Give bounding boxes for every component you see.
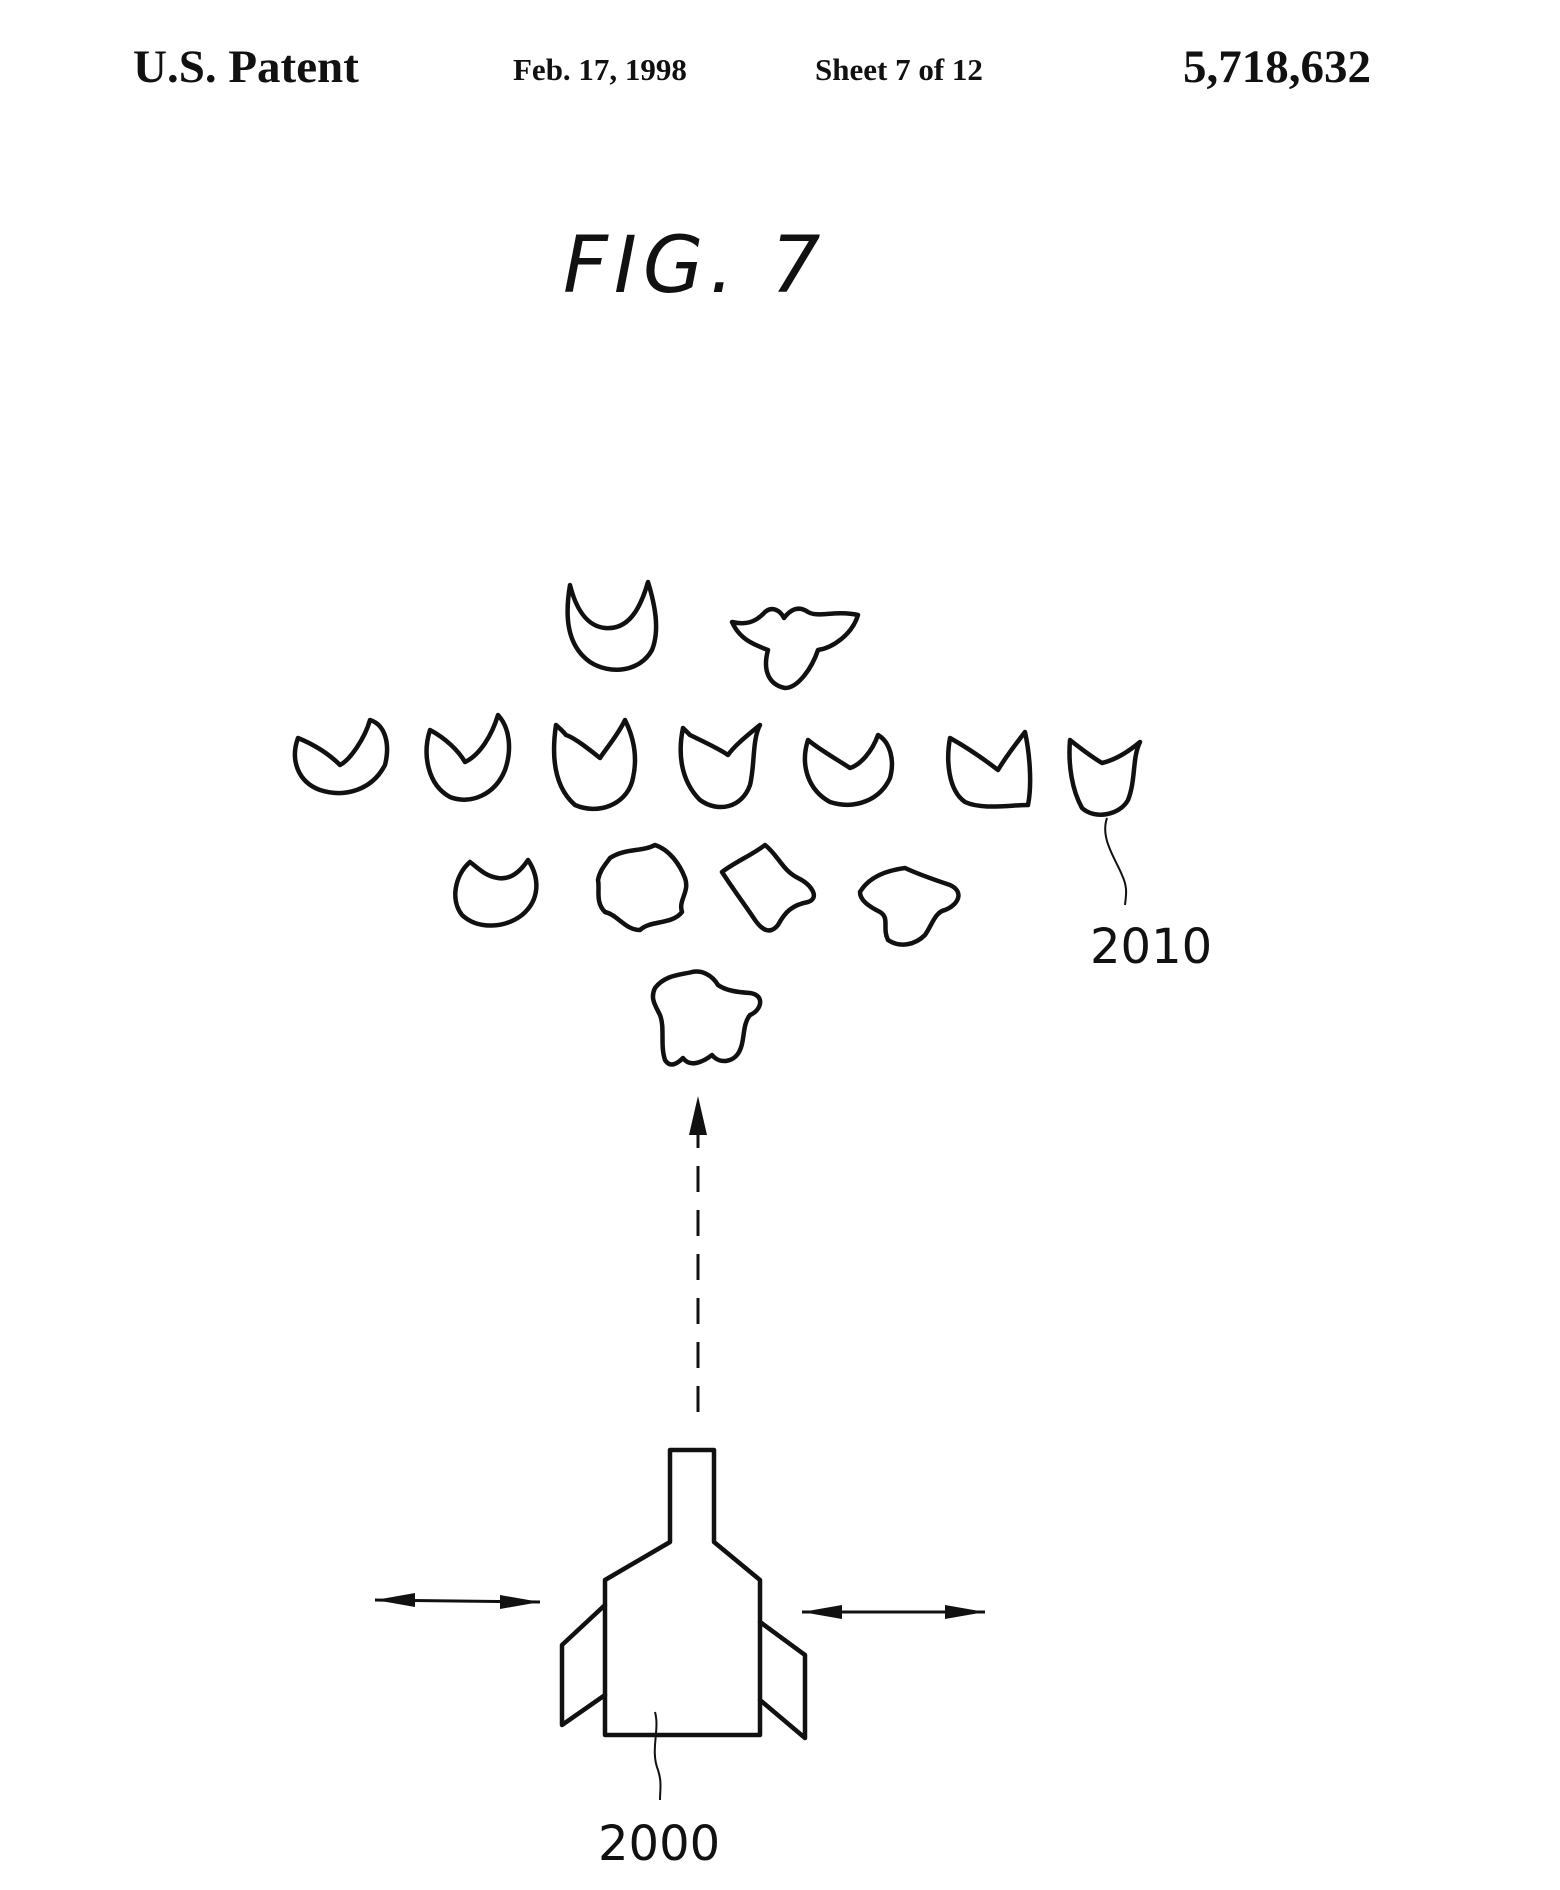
sheet-number: Sheet 7 of 12: [815, 52, 983, 87]
patent-date: Feb. 17, 1998: [513, 52, 687, 87]
enemy-row3-4: [857, 865, 961, 947]
player-ship-2000: [559, 1447, 808, 1741]
enemy-top-1: [565, 579, 659, 672]
leader-line-2000: [653, 1711, 662, 1801]
enemy-row3-2: [595, 842, 689, 933]
move-arrow-left: [374, 1593, 541, 1609]
enemy-row2-2: [424, 712, 512, 802]
enemy-row2-1: [292, 717, 390, 796]
patent-number: 5,718,632: [1183, 41, 1371, 93]
enemy-row2-3: [551, 717, 638, 812]
figure-title: FIG. 7: [563, 221, 827, 311]
label-2000: 2000: [598, 1816, 720, 1872]
enemy-row2-6: [946, 729, 1033, 809]
enemy-row3-3: [719, 842, 817, 933]
enemy-row2-4: [678, 722, 763, 810]
arrow-head-up: [689, 1096, 707, 1135]
patent-label: U.S. Patent: [133, 41, 359, 93]
enemy-top-2: [729, 606, 861, 691]
label-2010: 2010: [1090, 919, 1212, 975]
enemy-row2-5: [802, 732, 895, 807]
move-arrow-right: [802, 1605, 985, 1619]
enemy-2010: [1067, 737, 1143, 817]
enemy-row3-1: [453, 857, 539, 928]
enemy-target: [650, 969, 763, 1067]
leader-line-2010: [1104, 817, 1128, 906]
